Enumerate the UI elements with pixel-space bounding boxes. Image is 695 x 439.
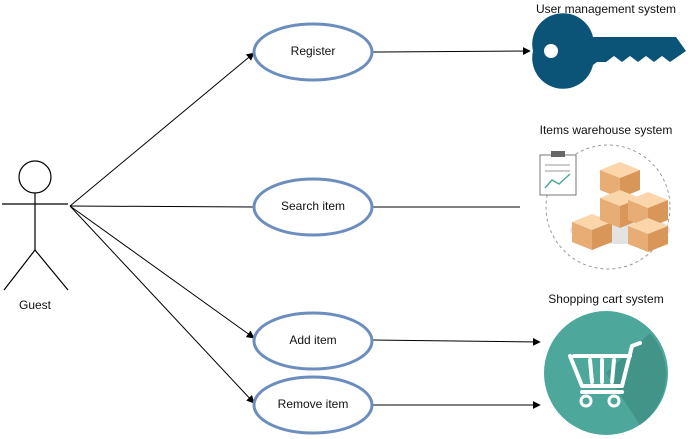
connector-guest-remove	[69, 205, 255, 404]
box-5-right	[648, 226, 668, 252]
cart-glyph	[568, 341, 642, 394]
cart-rib-1	[588, 358, 594, 384]
use-case-add-ellipse[interactable]	[252, 311, 374, 371]
clipboard-icon	[539, 151, 577, 196]
clipboard-clip	[551, 151, 565, 157]
box-2-left	[600, 170, 620, 198]
system-items-warehouse: Items warehouse system	[539, 123, 673, 270]
box-2-right	[620, 170, 640, 198]
connector-register-user-system	[372, 47, 531, 56]
actor-head	[18, 160, 52, 194]
warehouse-dashed-ring	[545, 144, 671, 270]
shopping-cart-icon	[544, 311, 668, 435]
connector-add-cart	[372, 337, 541, 346]
actor-right-leg	[34, 249, 69, 291]
key-hole	[544, 44, 558, 58]
key-icon	[532, 13, 686, 89]
warehouse-boxes-icon	[539, 144, 671, 270]
use-case-search[interactable]: Search item	[252, 177, 374, 237]
system-user-management: User management system	[532, 2, 686, 89]
use-case-remove-ellipse[interactable]	[252, 375, 374, 435]
use-case-register[interactable]: Register	[252, 22, 374, 82]
use-case-register-ellipse[interactable]	[252, 22, 374, 82]
cart-rib-3	[610, 358, 616, 384]
box-5-left	[628, 226, 648, 252]
cart-basket-outline	[568, 341, 642, 388]
actor-label: Guest	[19, 298, 52, 312]
system-warehouse-label: Items warehouse system	[540, 123, 673, 137]
box-1-left	[572, 222, 592, 250]
connector-guest-add	[69, 205, 255, 339]
cart-wheel-right	[607, 394, 621, 408]
actor-guest: Guest	[2, 160, 69, 312]
use-case-register-label: Register	[291, 44, 336, 58]
use-case-add[interactable]: Add item	[252, 311, 374, 371]
box-stack-icon	[572, 162, 668, 252]
connector-guest-search	[69, 205, 255, 208]
connector-guest-register	[69, 52, 255, 207]
use-case-remove[interactable]: Remove item	[252, 375, 374, 435]
use-case-remove-label: Remove item	[278, 397, 349, 411]
system-user-management-label: User management system	[536, 2, 676, 16]
use-case-search-label: Search item	[281, 199, 345, 213]
clipboard-chart	[544, 173, 571, 189]
clipboard-board	[539, 154, 577, 196]
system-shopping-cart: Shopping cart system	[544, 292, 668, 435]
system-cart-label: Shopping cart system	[548, 292, 663, 306]
box-1-right	[592, 222, 612, 250]
key-shape	[532, 13, 686, 89]
box-3-left	[600, 198, 620, 228]
use-case-search-ellipse[interactable]	[252, 177, 374, 237]
cart-wheel-left	[579, 394, 593, 408]
use-case-add-label: Add item	[289, 333, 336, 347]
cart-long-shadow	[606, 333, 666, 425]
actor-left-leg	[3, 249, 36, 291]
